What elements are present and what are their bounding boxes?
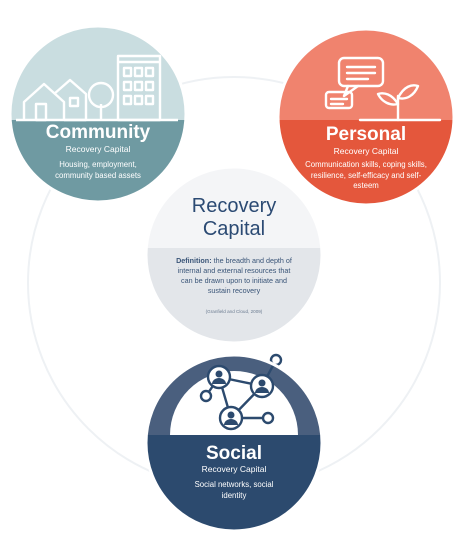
center-title-line2: Capital [202, 218, 266, 240]
social-description: Social networks, social identity [194, 480, 274, 500]
social-node [144, 353, 324, 533]
community-subtitle: Recovery Capital [65, 144, 131, 154]
definition-text: the breadth and depth of internal and ex… [177, 256, 292, 295]
center-citation: (Granfield and Cloud, 2009) [205, 309, 263, 314]
center-definition: Definition: the breadth and depth of int… [172, 256, 296, 296]
community-description: Housing, employment, community based ass… [55, 160, 141, 180]
people-network-icon [199, 353, 283, 431]
social-title: Social [206, 443, 262, 464]
community-node [8, 24, 188, 204]
speech-bubbles-and-sprout-icon [324, 56, 442, 122]
personal-description: Communication skills, coping skills, res… [305, 160, 427, 190]
personal-subtitle: Recovery Capital [333, 146, 399, 156]
community-title: Community [45, 122, 151, 143]
personal-title: Personal [325, 124, 407, 145]
houses-and-building-icon [16, 54, 178, 122]
center-title-line1: Recovery [191, 195, 277, 217]
definition-label: Definition: [176, 256, 212, 265]
social-subtitle: Recovery Capital [201, 464, 267, 474]
